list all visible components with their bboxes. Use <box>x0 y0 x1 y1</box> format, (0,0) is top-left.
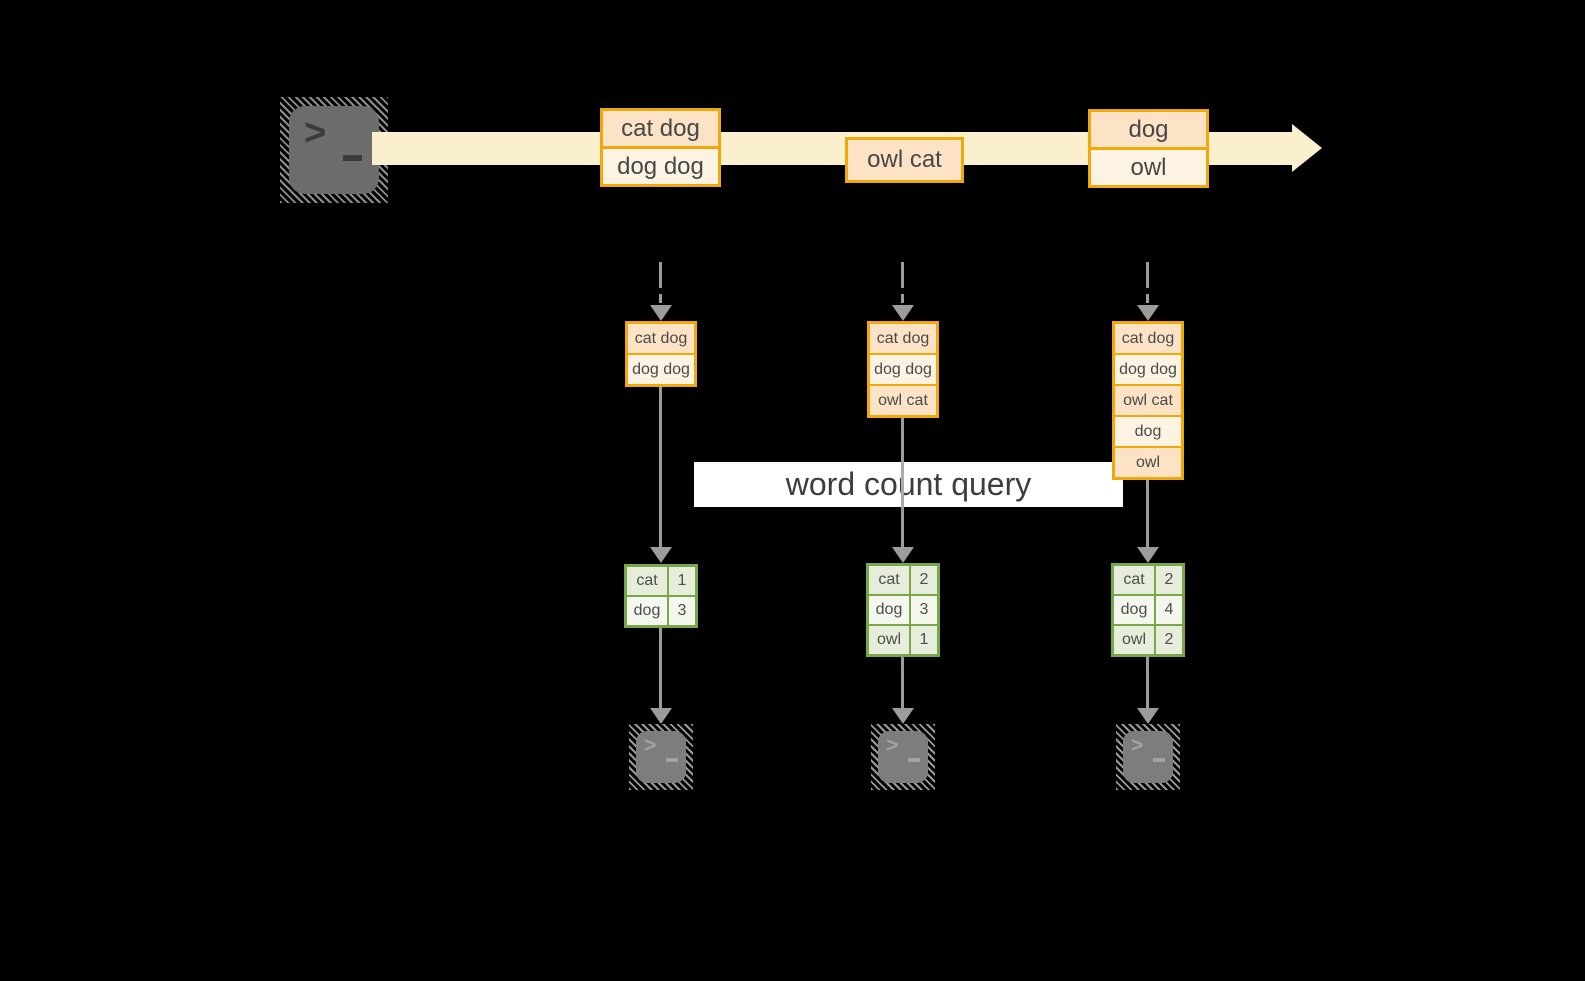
stream-batch-3: dog owl <box>1088 109 1209 188</box>
count-value: 2 <box>1156 566 1182 594</box>
stream-batch-2: owl cat <box>845 137 964 183</box>
terminal-cursor-icon <box>666 758 678 762</box>
terminal-icon-body: > <box>636 731 686 783</box>
count-value: 1 <box>669 567 695 595</box>
down-arrowhead-icon <box>650 305 672 321</box>
count-value: 2 <box>1156 626 1182 654</box>
count-word: owl <box>1114 626 1154 654</box>
terminal-prompt-icon: > <box>644 734 657 757</box>
count-table-2: cat 2 dog 3 owl 1 <box>866 563 940 657</box>
dashed-arrow-segment <box>659 294 662 303</box>
window-line: dog dog <box>870 355 936 384</box>
query-banner: word count query <box>694 462 1123 507</box>
terminal-icon-body: > <box>289 106 379 194</box>
count-value: 3 <box>911 596 937 624</box>
count-word: cat <box>869 566 909 594</box>
window-line: dog dog <box>628 355 694 384</box>
terminal-prompt-icon: > <box>304 112 327 154</box>
down-arrowhead-icon <box>1137 547 1159 563</box>
down-arrowhead-icon <box>1137 305 1159 321</box>
terminal-cursor-icon <box>343 155 362 161</box>
terminal-icon-body: > <box>878 731 928 783</box>
terminal-cursor-icon <box>908 758 920 762</box>
count-word: owl <box>869 626 909 654</box>
terminal-cursor-icon <box>1153 758 1165 762</box>
count-table-3: cat 2 dog 4 owl 2 <box>1111 563 1185 657</box>
stream-batch-1: cat dog dog dog <box>600 108 721 187</box>
count-table-1: cat 1 dog 3 <box>624 564 698 628</box>
batch-line: cat dog <box>603 111 718 146</box>
window-line: owl cat <box>870 386 936 415</box>
arrow-line <box>901 657 904 708</box>
arrow-line-over-banner <box>901 462 904 507</box>
batch-line: owl cat <box>848 140 961 180</box>
count-word: cat <box>1114 566 1154 594</box>
terminal-prompt-icon: > <box>886 734 899 757</box>
query-banner-label: word count query <box>785 466 1032 502</box>
arrow-line <box>659 627 662 708</box>
window-stack-1: cat dog dog dog <box>625 321 697 387</box>
window-line: cat dog <box>628 324 694 353</box>
window-line: cat dog <box>1115 324 1181 353</box>
source-terminal-icon: > <box>280 97 388 203</box>
count-word: dog <box>627 597 667 625</box>
count-word: dog <box>1114 596 1154 624</box>
batch-line: owl <box>1091 150 1206 185</box>
stream-arrowhead-icon <box>1292 124 1322 172</box>
window-line: owl <box>1115 448 1181 477</box>
arrow-line <box>1146 480 1149 547</box>
down-arrowhead-icon <box>650 547 672 563</box>
sink-terminal-icon: > <box>1116 724 1180 790</box>
arrow-line <box>659 387 662 547</box>
down-arrowhead-icon <box>892 305 914 321</box>
down-arrowhead-icon <box>650 708 672 724</box>
terminal-prompt-icon: > <box>1131 734 1144 757</box>
count-value: 3 <box>669 597 695 625</box>
window-stack-2: cat dog dog dog owl cat <box>867 321 939 418</box>
batch-line: dog <box>1091 112 1206 147</box>
dashed-arrow-segment <box>659 262 662 288</box>
dashed-arrow-segment <box>1146 262 1149 288</box>
window-line: owl cat <box>1115 386 1181 415</box>
arrow-line <box>1146 657 1149 708</box>
down-arrowhead-icon <box>892 708 914 724</box>
window-line: dog dog <box>1115 355 1181 384</box>
dashed-arrow-segment <box>1146 294 1149 303</box>
batch-line: dog dog <box>603 149 718 184</box>
window-line: dog <box>1115 417 1181 446</box>
sink-terminal-icon: > <box>871 724 935 790</box>
window-stack-3: cat dog dog dog owl cat dog owl <box>1112 321 1184 480</box>
count-value: 1 <box>911 626 937 654</box>
terminal-icon-body: > <box>1123 731 1173 783</box>
count-value: 2 <box>911 566 937 594</box>
count-value: 4 <box>1156 596 1182 624</box>
count-word: dog <box>869 596 909 624</box>
down-arrowhead-icon <box>892 547 914 563</box>
count-word: cat <box>627 567 667 595</box>
down-arrowhead-icon <box>1137 708 1159 724</box>
window-line: cat dog <box>870 324 936 353</box>
dashed-arrow-segment <box>901 262 904 288</box>
sink-terminal-icon: > <box>629 724 693 790</box>
dashed-arrow-segment <box>901 294 904 303</box>
